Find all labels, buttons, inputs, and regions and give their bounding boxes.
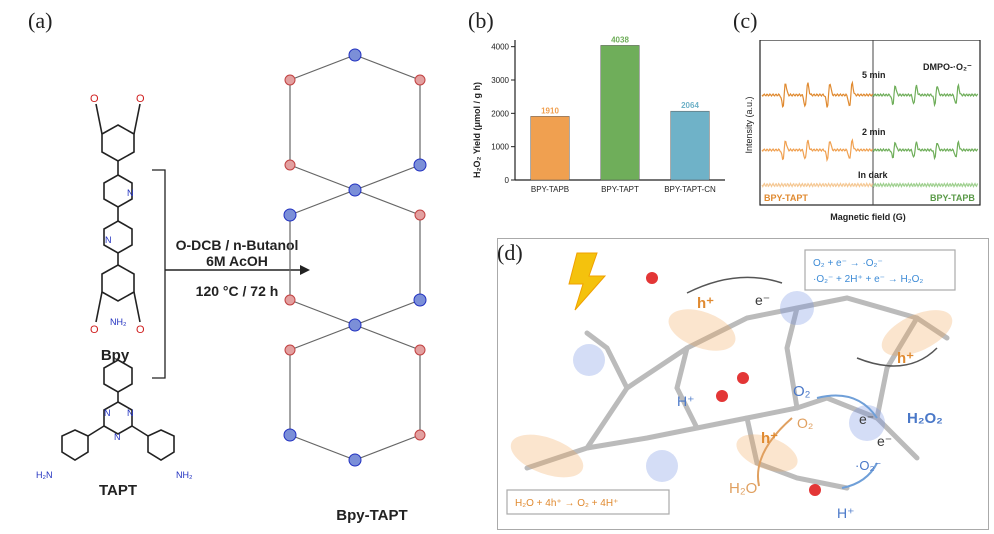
epr-trace-tapb-2min (872, 140, 979, 161)
chart-category-label: BPY-TAPB (531, 185, 569, 194)
svg-text:O: O (90, 93, 99, 105)
hole-label-2: h⁺ (897, 350, 914, 367)
bpy-label: Bpy (101, 347, 130, 364)
panel-label-c: (c) (733, 8, 758, 33)
svg-text:N: N (114, 432, 121, 442)
oxidation-equation-box (506, 489, 670, 515)
panel-d-mechanism: O₂ + e⁻ → ·O₂⁻ ·O₂⁻ + 2H⁺ + e⁻ → H₂O₂ H₂… (506, 249, 956, 521)
reduction-equation-1: O₂ + e⁻ → ·O₂⁻ (813, 258, 883, 269)
epr-trace-tapb-5min (872, 82, 979, 108)
svg-text:O: O (136, 324, 145, 336)
epr-label-dark: In dark (858, 170, 889, 180)
reduction-equation-box (804, 249, 956, 291)
epr-trace-tapt-5min (761, 80, 874, 108)
oxidation-equation: H₂O + 4h⁺ → O₂ + 4H⁺ (515, 498, 618, 509)
epr-x-axis-label: Magnetic field (G) (830, 212, 906, 222)
chart-data-label: 4038 (611, 35, 629, 44)
h2o-label: H₂O (729, 480, 757, 497)
proton-label-2: H⁺ (837, 505, 855, 521)
h2o2-label: H₂O₂ (907, 410, 943, 427)
epr-trace-tapt-2min (761, 138, 874, 163)
epr-trace-tapt-dark (761, 182, 874, 188)
svg-text:N: N (105, 235, 112, 245)
superoxide-label: ·O₂⁻ (855, 458, 881, 473)
svg-text:O: O (90, 324, 99, 336)
cof-triazine-nodes (283, 48, 427, 467)
electron-label-1: e⁻ (755, 292, 770, 308)
panel-label-b: (b) (468, 8, 494, 33)
svg-text:N: N (104, 408, 111, 418)
tapt-top-amine: NH₂ (110, 317, 127, 327)
epr-y-axis-label: Intensity (a.u.) (744, 96, 754, 153)
light-bolt-icon (568, 252, 607, 311)
reduction-equation-2: ·O₂⁻ + 2H⁺ + e⁻ → H₂O₂ (813, 274, 923, 285)
chart-y-axis-label: H₂O₂ Yield (μmol / g h) (472, 82, 482, 178)
panel-label-d: (d) (497, 240, 523, 265)
triazine-nitrogens: N N N (104, 408, 134, 442)
pyridine-nitrogens: NN (105, 188, 134, 245)
chart-bar (530, 116, 570, 181)
panel-label-a: (a) (28, 8, 53, 33)
panel-d-mechanism-frame (497, 238, 989, 530)
chart-data-label: 1910 (541, 106, 559, 115)
panel-c-epr-spectra: Intensity (a.u.) Magnetic field (G) DMPO… (744, 40, 981, 222)
chart-category-label: BPY-TAPT-CN (664, 185, 716, 194)
aldehyde-oxygens: O O O O (90, 93, 145, 336)
epr-adduct-label: DMPO-·O₂⁻ (923, 62, 972, 72)
product-label: Bpy-TAPT (336, 507, 407, 524)
condition-acid: 6M AcOH (206, 253, 268, 269)
svg-text:N: N (127, 408, 134, 418)
chart-y-tick-label: 4000 (491, 43, 509, 52)
reduction-arrows (816, 394, 878, 489)
hole-regions (510, 309, 953, 478)
tapt-label: TAPT (99, 482, 137, 499)
epr-frame (759, 40, 981, 206)
epr-right-sample: BPY-TAPB (930, 193, 975, 203)
o2-label-1: O₂ (793, 383, 811, 400)
electron-label-3: e⁻ (877, 433, 892, 449)
chart-category-label: BPY-TAPT (601, 185, 639, 194)
hole-label-3: h⁺ (761, 430, 778, 447)
epr-left-sample: BPY-TAPT (764, 193, 808, 203)
cof-bpy-linkers (284, 74, 426, 441)
oxidation-arrows (757, 417, 793, 487)
mechanism-framework (524, 295, 950, 491)
chart-y-tick-label: 0 (505, 176, 510, 185)
svg-text:O: O (136, 93, 145, 105)
epr-trace-tapb-dark (872, 182, 979, 188)
tapt-left-amine: H₂N (36, 470, 53, 480)
epr-traces (761, 80, 979, 188)
condition-temperature: 120 °C / 72 h (196, 283, 279, 299)
chart-y-tick-label: 2000 (491, 109, 509, 118)
o2-label-2: O₂ (797, 415, 813, 431)
proton-label-1: H⁺ (677, 393, 695, 409)
bpy-structure (95, 103, 141, 323)
chart-y-tick-label: 1000 (491, 143, 509, 152)
chart-bar (670, 110, 710, 181)
oxygen-sites (646, 272, 821, 496)
svg-text:N: N (127, 188, 134, 198)
cof-framework (289, 54, 421, 461)
chart-data-label: 2064 (681, 101, 699, 110)
chart-bar (600, 45, 640, 181)
tapt-structure (61, 359, 175, 461)
epr-label-5min: 5 min (862, 70, 886, 80)
electron-regions (573, 291, 885, 482)
reactant-bracket (152, 169, 166, 379)
hole-label-1: h⁺ (697, 295, 714, 312)
tapt-right-amine: NH₂ (176, 470, 193, 480)
charge-transfer-arrows (686, 276, 938, 367)
epr-label-2min: 2 min (862, 127, 886, 137)
condition-solvent: O-DCB / n-Butanol (176, 237, 299, 253)
reaction-arrowhead (300, 265, 310, 275)
electron-label-2: e⁻ (859, 411, 874, 427)
chart-y-tick-label: 3000 (491, 76, 509, 85)
